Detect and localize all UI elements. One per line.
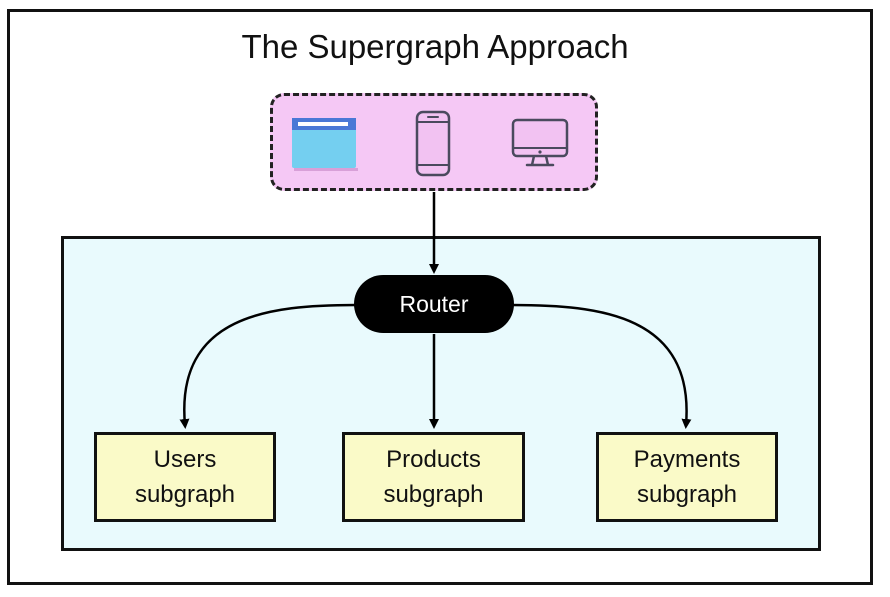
subgraph-label-line2: subgraph — [636, 481, 738, 508]
browser-window-icon — [292, 118, 358, 171]
subgraph-label-line1: Products — [386, 446, 481, 473]
mobile-phone-icon — [415, 110, 451, 177]
diagram-title: The Supergraph Approach — [241, 28, 629, 65]
router-label: Router — [399, 290, 469, 317]
products-subgraph: Products subgraph — [342, 432, 525, 522]
users-subgraph: Users subgraph — [94, 432, 276, 522]
subgraph-label-line1: Users — [153, 446, 217, 473]
subgraph-label-line2: subgraph — [134, 481, 236, 508]
subgraph-label-line2: subgraph — [383, 481, 484, 508]
router-node: Router — [354, 275, 514, 333]
desktop-monitor-icon — [511, 118, 569, 167]
payments-subgraph: Payments subgraph — [596, 432, 778, 522]
subgraph-label-line1: Payments — [633, 446, 741, 473]
